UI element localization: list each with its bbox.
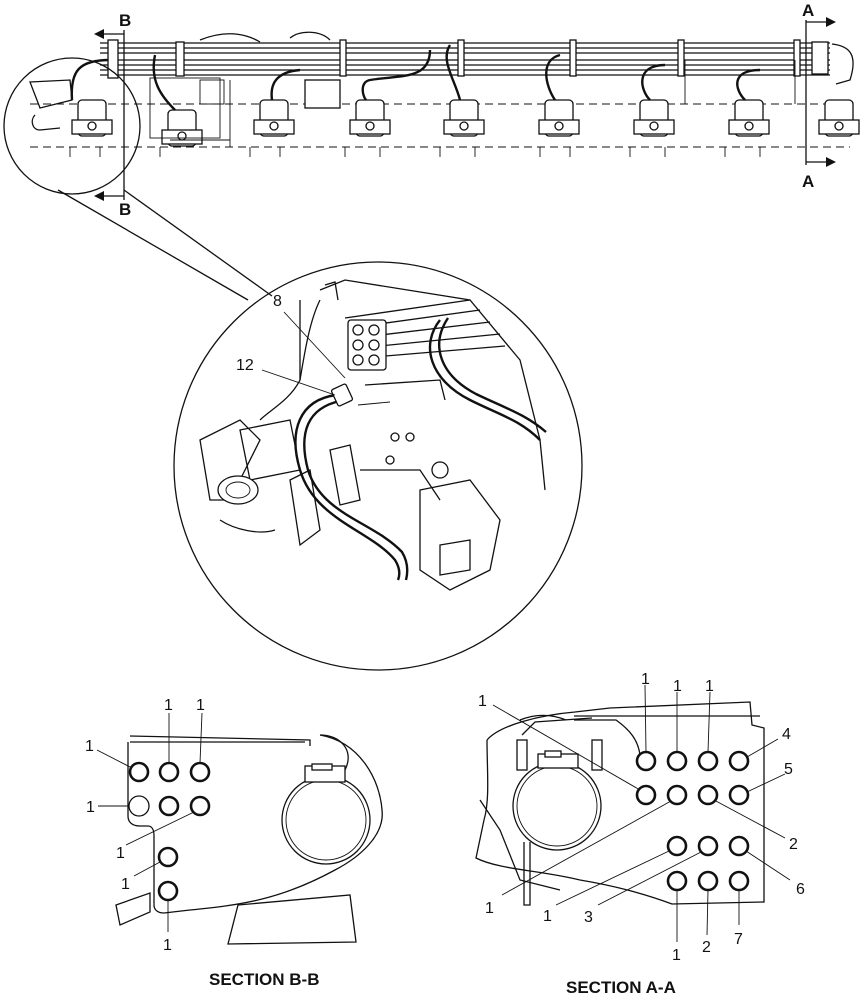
aa-callout: 3: [584, 909, 593, 926]
row-unit: [443, 99, 485, 137]
bb-callout: 1: [163, 937, 172, 954]
bb-callout: 1: [86, 799, 95, 816]
section-b-marker-bottom: B: [119, 200, 131, 219]
section-bb: 1 1 1 1 1 1 1 SECTION B-B: [85, 697, 383, 989]
bb-callout: 1: [121, 876, 130, 893]
section-aa-outline: [475, 701, 765, 906]
detail-callouts: 8 12: [236, 293, 346, 396]
aa-callout: 7: [734, 931, 743, 948]
bb-callout: 1: [196, 697, 205, 714]
row-units: [71, 99, 860, 147]
section-aa-ports: [635, 750, 750, 892]
aa-callout: 2: [702, 939, 711, 956]
overview-drawing: B B A A: [3, 1, 860, 219]
aa-callout: 1: [641, 671, 650, 688]
row-unit: [253, 99, 295, 137]
frame-hidden-lines: [30, 103, 850, 148]
section-b-marker-top: B: [119, 11, 131, 30]
overview-hoses: [70, 44, 761, 111]
section-a-marker-bottom: A: [802, 172, 814, 191]
section-bb-ports: [128, 761, 211, 902]
section-bb-title: SECTION B-B: [209, 970, 320, 989]
aa-callout: 1: [705, 678, 714, 695]
aa-callout: 1: [485, 900, 494, 917]
row-unit: [349, 99, 391, 137]
row-unit: [633, 99, 675, 137]
section-bb-callouts: 1 1 1 1 1 1 1: [85, 697, 205, 954]
section-aa: 1 1 1 1 4 5 2 6 1 1 3 1 2 7 SECTION A-A: [475, 671, 805, 997]
aa-callout: 1: [672, 947, 681, 964]
detail-reference-circle: [3, 57, 141, 195]
section-bb-cylinder: [281, 763, 371, 865]
aa-callout: 4: [782, 726, 791, 743]
detail-drawing: [199, 279, 547, 591]
section-bb-leaders: [96, 712, 203, 932]
row-unit: [71, 99, 113, 137]
manifold-tubes: [100, 42, 830, 76]
aa-callout: 6: [796, 881, 805, 898]
section-aa-callouts: 1 1 1 1 4 5 2 6 1 1 3 1 2 7: [478, 671, 805, 964]
callout-12: 12: [236, 357, 254, 374]
aa-callout: 1: [478, 693, 487, 710]
row-unit: [161, 109, 203, 147]
manifold-brackets: [107, 31, 854, 85]
section-aa-leaders: [492, 684, 791, 942]
section-bb-outline: [115, 734, 383, 945]
detail-view-circle: [173, 261, 583, 671]
frame-structure: [29, 60, 796, 147]
section-a-marker-top: A: [802, 1, 814, 20]
detail-view: 8 12: [173, 261, 583, 671]
section-aa-title: SECTION A-A: [566, 978, 676, 997]
aa-callout: 5: [784, 761, 793, 778]
section-b-cutline: B B: [94, 11, 131, 219]
section-a-cutline: A A: [802, 1, 836, 191]
callout-8: 8: [273, 293, 282, 310]
aa-callout: 1: [673, 678, 682, 695]
frame-ticks: [69, 147, 761, 157]
bb-callout: 1: [116, 845, 125, 862]
aa-callout: 2: [789, 836, 798, 853]
section-aa-cylinder: [512, 750, 602, 851]
row-unit: [538, 99, 580, 137]
detail-leader-lines: [57, 189, 273, 301]
row-unit: [818, 99, 860, 137]
aa-callout: 1: [543, 908, 552, 925]
bb-callout: 1: [85, 738, 94, 755]
bb-callout: 1: [164, 697, 173, 714]
row-unit: [728, 99, 770, 137]
